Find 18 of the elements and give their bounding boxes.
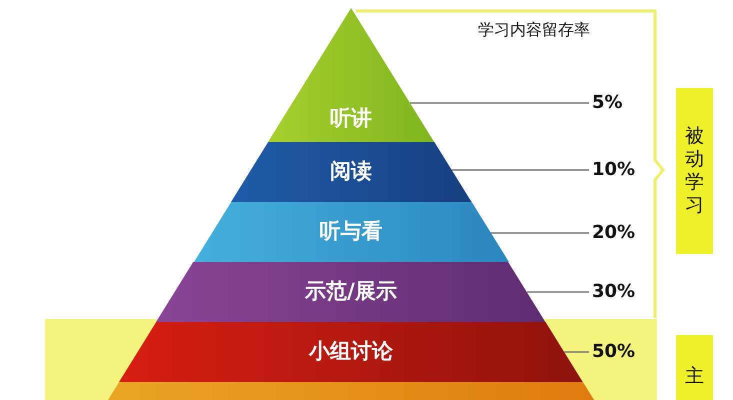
layer-label: 阅读 bbox=[328, 158, 373, 185]
leader-line bbox=[451, 169, 589, 171]
layer-label: 示范/展示 bbox=[304, 278, 398, 305]
layer-label: 听讲 bbox=[328, 105, 373, 132]
leader-line bbox=[490, 232, 589, 234]
column-heading: 学习内容留存率 bbox=[478, 20, 590, 41]
leader-line bbox=[564, 351, 589, 353]
percentage-label: 5% bbox=[592, 91, 623, 115]
layer-label: 小组讨论 bbox=[308, 338, 394, 365]
category-box: 被动学习 bbox=[676, 88, 713, 254]
category-box: 主 bbox=[676, 335, 713, 400]
leader-line bbox=[410, 102, 589, 104]
percentage-label: 10% bbox=[592, 158, 636, 182]
leader-line bbox=[527, 291, 589, 293]
percentage-label: 30% bbox=[592, 280, 636, 304]
layer-label: 听与看 bbox=[318, 218, 384, 245]
percentage-label: 20% bbox=[592, 221, 636, 245]
percentage-label: 50% bbox=[592, 340, 636, 364]
